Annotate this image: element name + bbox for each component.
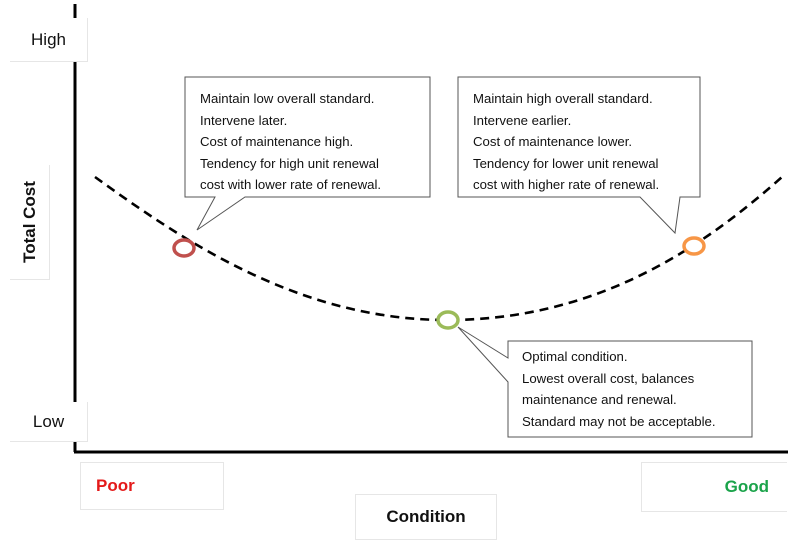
- callout-optimal-box: [457, 326, 753, 438]
- callout-poor-line: cost with lower rate of renewal.: [200, 177, 382, 192]
- x-axis-poor-label: Poor: [96, 476, 135, 495]
- callout-optimal-line: Lowest overall cost, balances: [522, 370, 695, 386]
- y-axis-low-label-box: Low: [10, 402, 88, 442]
- x-axis-title: Condition: [386, 507, 466, 526]
- x-axis-good-label-box: Good: [641, 462, 787, 512]
- good-condition-marker: [682, 236, 706, 256]
- callout-good-line: Maintain high overall standard.: [473, 91, 653, 106]
- callout-good-box: [457, 76, 701, 235]
- poor-condition-marker: [172, 238, 196, 258]
- x-axis-good-label: Good: [724, 477, 769, 496]
- callout-good-line: Intervene earlier.: [473, 112, 572, 128]
- callout-optimal-text: Optimal condition. Lowest overall cost, …: [522, 346, 716, 432]
- callout-poor-line: Intervene later.: [200, 112, 288, 128]
- callout-poor-line: Cost of maintenance high.: [200, 134, 354, 149]
- y-axis-title-box: Total Cost: [10, 165, 50, 280]
- y-axis-high-label: High: [31, 29, 66, 49]
- x-axis-title-box: Condition: [355, 494, 497, 540]
- callout-poor-text: Maintain low overall standard. Intervene…: [200, 88, 381, 196]
- callout-good-line: Tendency for lower unit renewal: [473, 155, 659, 171]
- y-axis-title: Total Cost: [19, 181, 39, 263]
- callout-poor-line: Maintain low overall standard.: [200, 91, 375, 106]
- x-axis-poor-label-box: Poor: [80, 462, 224, 510]
- callout-optimal-line: Standard may not be acceptable.: [522, 413, 716, 429]
- callout-poor-line: Tendency for high unit renewal: [200, 155, 379, 171]
- callout-good-line: Cost of maintenance lower.: [473, 134, 633, 149]
- optimal-condition-marker: [436, 310, 460, 330]
- callout-good-line: cost with higher rate of renewal.: [473, 177, 660, 192]
- callout-optimal-line: maintenance and renewal.: [522, 392, 677, 407]
- y-axis-high-label-box: High: [10, 18, 88, 62]
- callout-optimal-line: Optimal condition.: [522, 349, 628, 364]
- y-axis-low-label: Low: [32, 411, 65, 431]
- callout-good-text: Maintain high overall standard. Interven…: [473, 88, 659, 196]
- callout-poor-box: [184, 76, 431, 231]
